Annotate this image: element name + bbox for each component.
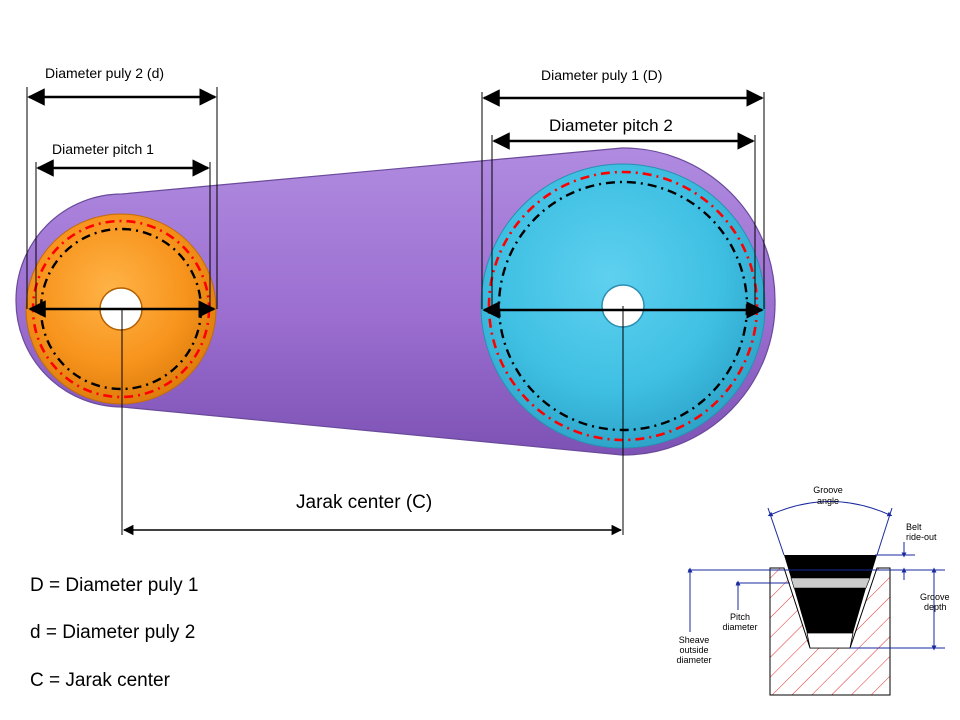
label-diameter-puly-2: Diameter puly 2 (d) [45, 65, 165, 81]
dim-diameter-pitch-2 [491, 132, 756, 309]
legend-item-C: C = Jarak center [30, 670, 170, 691]
sheave-outside-diameter-label: Sheave [679, 635, 710, 645]
legend-item-D: D = Diameter puly 1 [30, 575, 199, 596]
belt-ride-out-label: Belt [906, 522, 922, 532]
label-diameter-puly-1: Diameter puly 1 (D) [541, 67, 663, 83]
legend-item-d: d = Diameter puly 2 [30, 622, 196, 643]
groove-angle-label: Groove [813, 485, 843, 495]
belt-ride-out-label-2: ride-out [906, 532, 937, 542]
label-diameter-pitch-2: Diameter pitch 2 [549, 116, 673, 135]
belt-cross-section [784, 555, 877, 649]
groove-depth-label: Groove [920, 592, 950, 602]
dim-diameter-puly-2 [26, 87, 218, 309]
pitch-diameter-label: Pitch [730, 612, 750, 622]
sheave-outside-diameter-label-2: outside [679, 645, 708, 655]
dim-diameter-puly-1 [481, 89, 765, 309]
groove-detail: Groove angle Belt ride-out Groove depth … [676, 485, 950, 696]
sheave-body [769, 567, 891, 696]
dim-jarak-center [121, 306, 624, 536]
groove-angle-arc [767, 501, 893, 556]
label-diameter-pitch-1: Diameter pitch 1 [52, 141, 154, 157]
groove-angle-label-2: angle [817, 496, 839, 506]
groove-reference-lines [687, 542, 945, 651]
groove-depth-label-2: depth [924, 602, 947, 612]
dim-diameter-pitch-1 [35, 159, 211, 309]
pitch-diameter-label-2: diameter [722, 622, 757, 632]
sheave-outside-diameter-label-3: diameter [676, 655, 711, 665]
label-jarak-center: Jarak center (C) [296, 492, 433, 513]
